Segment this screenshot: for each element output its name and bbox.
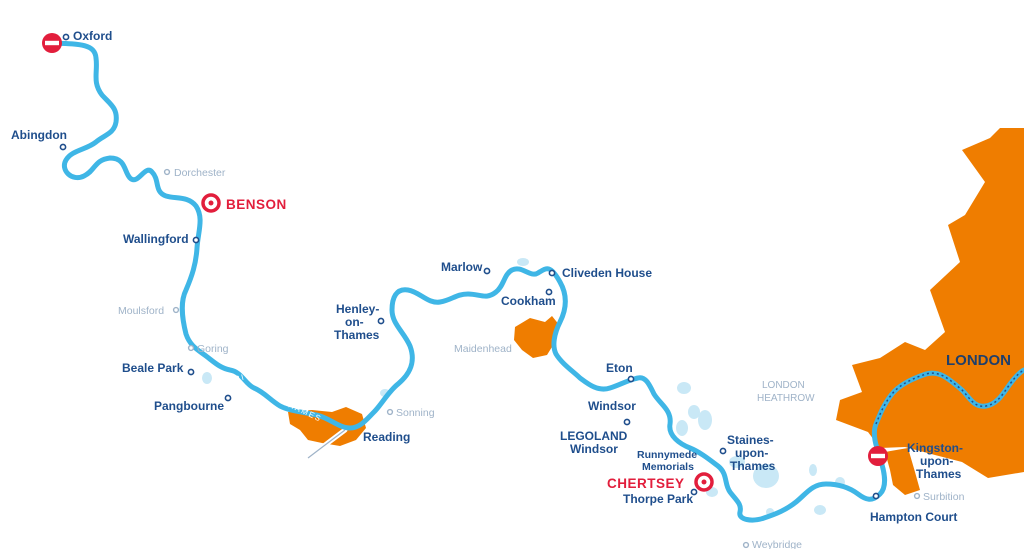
reading-urban-area (288, 407, 366, 446)
town-label-henley-2: on- (345, 315, 364, 329)
place-dot-icon (548, 269, 556, 277)
place-dot-icon (719, 447, 727, 455)
place-dot-icon (192, 236, 200, 244)
place-dot-icon (627, 375, 635, 383)
river-thames-london (875, 369, 1024, 425)
base-label-benson[interactable]: BENSON (226, 197, 287, 212)
place-dot-icon (545, 288, 553, 296)
town-label-henley-1: Henley- (336, 302, 379, 316)
town-label-thorpe-park: Thorpe Park (623, 492, 693, 506)
minor-label-moulsford: Moulsford (118, 305, 164, 317)
place-dot-icon (483, 267, 491, 275)
town-label-marlow: Marlow (441, 260, 483, 274)
place-dot-icon (224, 394, 232, 402)
maidenhead-urban-area (514, 316, 560, 358)
town-label-eton: Eton (606, 361, 633, 375)
place-dot-icon (377, 317, 385, 325)
town-label-staines-3: Thames (730, 459, 776, 473)
town-label-beale-park: Beale Park (122, 361, 184, 375)
minor-label-surbition: Surbition (923, 491, 965, 503)
town-label-runnymede-1: Runnymede (637, 449, 697, 461)
town-label-cookham: Cookham (501, 294, 556, 308)
minor-label-maidenhead: Maidenhead (454, 343, 512, 355)
area-label-heathrow-1: LONDON (762, 380, 805, 391)
kennet-canal-line (307, 429, 346, 459)
town-label-wallingford: Wallingford (123, 232, 189, 246)
town-label-abingdon: Abingdon (11, 128, 67, 142)
place-dot-icon (386, 408, 394, 416)
base-label-chertsey[interactable]: CHERTSEY (607, 476, 685, 491)
place-dots (59, 33, 880, 500)
minor-label-sonning: Sonning (396, 407, 435, 419)
town-label-staines-1: Staines- (727, 433, 774, 447)
place-dot-icon (172, 306, 180, 314)
london-urban-area (836, 128, 1024, 478)
place-dot-icon (913, 492, 921, 500)
town-label-oxford: Oxford (73, 29, 112, 43)
town-label-windsor: Windsor (588, 399, 636, 413)
town-label-legoland-2: Windsor (570, 442, 618, 456)
no-entry-icon (868, 446, 888, 466)
place-dot-icon (187, 368, 195, 376)
minor-label-goring: Goring (197, 343, 229, 355)
place-dot-icon (59, 143, 67, 151)
base-ring-icon[interactable] (694, 472, 714, 492)
area-label-heathrow-2: HEATHROW (757, 393, 815, 404)
river-thames (49, 40, 1024, 523)
area-label-london: LONDON (946, 352, 1011, 369)
town-label-legoland-1: LEGOLAND (560, 429, 628, 443)
no-entry-icon (42, 33, 62, 53)
place-dot-icon (742, 541, 750, 549)
place-dot-icon (872, 492, 880, 500)
town-label-reading: Reading (363, 430, 410, 444)
place-dot-icon (163, 168, 171, 176)
place-dot-icon (187, 344, 195, 352)
place-dot-icon (62, 33, 70, 41)
base-ring-icon[interactable] (201, 193, 221, 213)
minor-place-dots (163, 168, 921, 549)
town-label-kingston-2: upon- (920, 454, 953, 468)
town-label-runnymede-2: Memorials (642, 461, 694, 473)
place-dot-icon (690, 488, 698, 496)
town-label-kingston-1: Kingston- (907, 441, 963, 455)
town-label-hampton-court: Hampton Court (870, 510, 957, 524)
town-label-henley-3: Thames (334, 328, 380, 342)
river-name-river: RIVER (233, 367, 266, 384)
town-label-pangbourne: Pangbourne (154, 399, 224, 413)
town-label-cliveden: Cliveden House (562, 266, 652, 280)
minor-label-dorchester: Dorchester (174, 167, 226, 179)
place-dot-icon (623, 418, 631, 426)
minor-label-weybridge: Weybridge (752, 539, 802, 549)
town-label-kingston-3: Thames (916, 467, 962, 481)
kingston-urban-area (885, 448, 920, 495)
town-label-staines-2: upon- (735, 446, 768, 460)
